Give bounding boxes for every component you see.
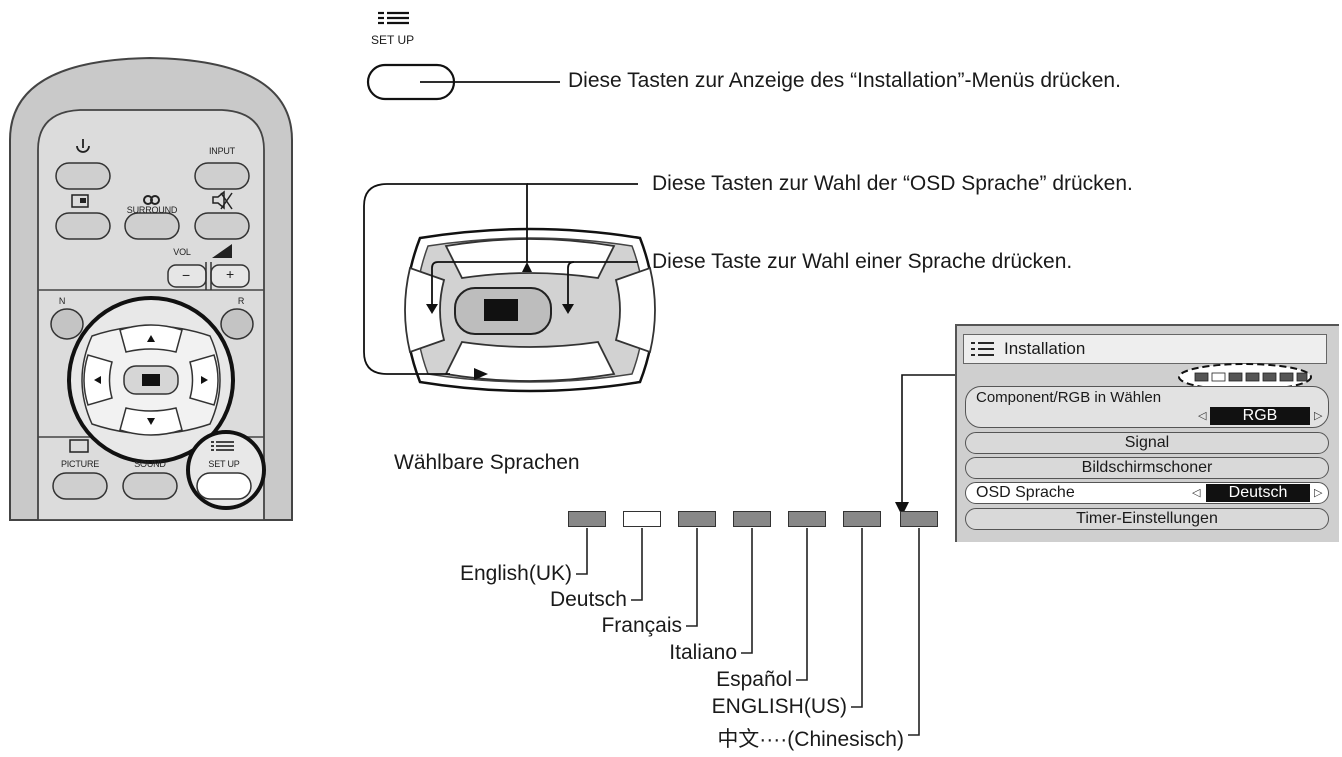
setup-key-label: SET UP [371, 33, 415, 47]
input-label: INPUT [208, 146, 235, 156]
callout-setup: Diese Tasten zur Anzeige des “Installati… [568, 69, 1121, 92]
surround-label: SURROUND [126, 205, 178, 215]
pip-button[interactable] [55, 212, 111, 240]
mute-button[interactable] [194, 212, 250, 240]
dpad-up-button[interactable] [444, 238, 616, 279]
remote-setup-icon [211, 441, 234, 451]
osd-timer-row[interactable]: Timer-Einstellungen [965, 508, 1329, 530]
osd-language-right-arrow-icon: ▷ [1314, 487, 1323, 499]
dpad-up-arrow-icon [522, 262, 532, 272]
dpad-right-button[interactable] [614, 266, 656, 354]
picture-button[interactable] [52, 472, 108, 500]
osd-language-indicator [1178, 363, 1312, 391]
osd-component-left-arrow-icon: ◁ [1198, 410, 1207, 422]
vol-label: VOL [173, 247, 191, 257]
picture-icon [69, 439, 89, 453]
osd-title-bar: Installation [963, 334, 1327, 364]
osd-signal-row[interactable]: Signal [965, 432, 1329, 454]
sound-button[interactable] [122, 472, 178, 500]
language-swatch-chinese [900, 511, 938, 527]
power-icon [76, 139, 90, 153]
osd-language-row[interactable]: OSD Sprache ◁ Deutsch ▷ [965, 482, 1329, 504]
mute-icon [212, 190, 233, 210]
remote-setup-button[interactable] [196, 472, 252, 500]
dpad-action-icon [484, 299, 518, 321]
language-swatch-deutsch [623, 511, 661, 527]
setup-label-remote: SET UP [208, 459, 240, 469]
surround-button[interactable] [124, 212, 180, 240]
sound-label: SOUND [134, 459, 166, 469]
r-label: R [237, 296, 245, 306]
callout-leftright: Diese Taste zur Wahl einer Sprache drück… [652, 250, 1073, 273]
osd-component-rgb-row[interactable]: Component/RGB in Wählen ◁ RGB ▷ [965, 386, 1329, 428]
language-swatch-english-us [843, 511, 881, 527]
osd-installation-menu: Installation Component/RGB in Wählen ◁ R… [955, 324, 1339, 542]
languages-heading: Wählbare Sprachen [394, 451, 580, 474]
osd-component-right-arrow-icon: ▷ [1314, 410, 1323, 422]
language-leader-lines [576, 528, 920, 736]
n-label: N [58, 296, 66, 306]
picture-label: PICTURE [60, 459, 100, 469]
volume-minus-label: − [182, 267, 190, 283]
osd-language-left-arrow-icon: ◁ [1192, 487, 1201, 499]
language-swatch-english-uk [568, 511, 606, 527]
osd-component-label: Component/RGB in Wählen [976, 389, 1162, 406]
language-swatch-espanol [788, 511, 826, 527]
remote-left-arrow-icon [94, 376, 101, 384]
setup-menu-icon [971, 342, 994, 356]
language-francais: Français [601, 614, 682, 637]
language-english-us: ENGLISH(US) [711, 695, 847, 718]
dpad-left-button[interactable] [404, 266, 446, 354]
setup-menu-icon [378, 11, 409, 25]
remote-action-icon [142, 374, 160, 386]
language-deutsch: Deutsch [549, 588, 627, 611]
power-button[interactable] [55, 162, 111, 190]
language-swatch-italiano [733, 511, 771, 527]
dpad-right-arrow-icon [562, 304, 574, 314]
remote-right-arrow-icon [201, 376, 208, 384]
language-espanol: Español [716, 668, 792, 691]
language-swatch-francais [678, 511, 716, 527]
osd-title: Installation [1004, 339, 1086, 358]
callout-updown: Diese Tasten zur Wahl der “OSD Sprache” … [652, 172, 1133, 195]
osd-language-label: OSD Sprache [976, 484, 1075, 501]
volume-plus-label: + [226, 266, 234, 282]
remote-down-arrow-icon [147, 418, 155, 425]
input-button[interactable] [194, 162, 250, 190]
dpad-down-button[interactable] [444, 341, 616, 382]
dpad-left-arrow-icon [426, 304, 438, 314]
volume-ramp-icon [212, 244, 232, 258]
dpad-down-arrow-icon [474, 368, 488, 380]
normal-button[interactable] [50, 308, 84, 340]
pip-icon [71, 194, 89, 208]
language-chinese: 中文····(Chinesisch) [717, 728, 904, 751]
surround-icon [143, 195, 160, 205]
remote-up-arrow-icon [147, 335, 155, 342]
return-button[interactable] [220, 308, 254, 340]
language-italiano: Italiano [669, 641, 737, 664]
language-english-uk: English(UK) [459, 562, 572, 585]
osd-language-value: Deutsch [1206, 484, 1310, 502]
down-arrow-icon [895, 502, 909, 516]
osd-component-value: RGB [1210, 407, 1310, 425]
osd-screensaver-row[interactable]: Bildschirmschoner [965, 457, 1329, 479]
